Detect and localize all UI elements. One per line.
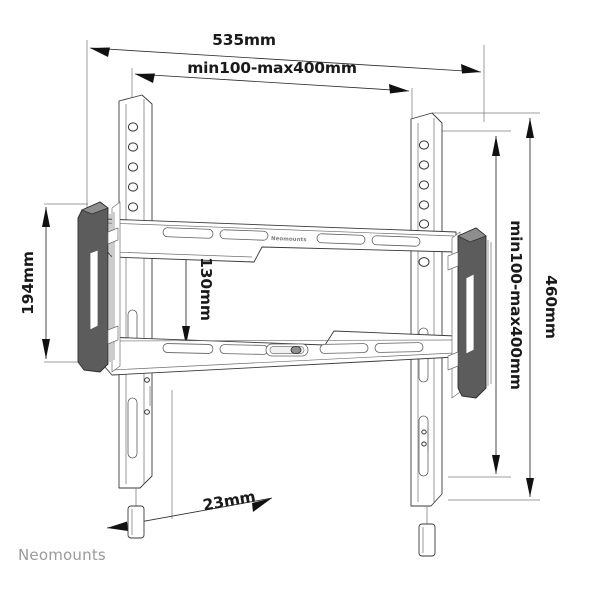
right-pull-pin	[418, 506, 436, 557]
right-side-pad	[447, 227, 492, 399]
bubble-level-vial	[265, 343, 309, 357]
dimension-total-height	[432, 112, 540, 501]
dimension-label-total-height: 460mm	[542, 275, 560, 339]
dimension-label-vesa-width: min100-max400mm	[187, 59, 357, 77]
dimension-label-depth: 23mm	[201, 488, 256, 515]
dimension-vesa-height	[434, 130, 511, 478]
dimension-label-rail-gap: 130mm	[197, 257, 215, 321]
dimension-vesa-width	[131, 68, 413, 120]
lower-wall-plate-bar	[103, 330, 457, 376]
brand-logo-label: Neomounts	[18, 546, 106, 564]
right-vertical-rail	[410, 112, 443, 507]
dimension-label-total-width: 535mm	[212, 31, 276, 49]
dimension-total-width	[86, 40, 485, 213]
upper-wall-plate-bar: Neomounts	[103, 218, 457, 263]
left-side-pad	[77, 201, 121, 373]
dimension-label-vesa-height: min100-max400mm	[507, 220, 525, 390]
left-vertical-rail	[118, 94, 153, 489]
left-pull-pin	[127, 488, 145, 539]
dimension-label-pad-height: 194mm	[19, 251, 37, 315]
plate-emboss-label: Neomounts	[271, 236, 307, 243]
